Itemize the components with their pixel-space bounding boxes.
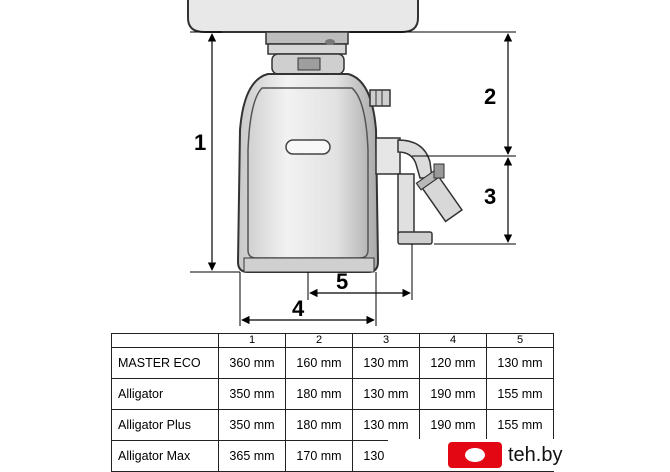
table-header-row: 1 2 3 4 5 xyxy=(111,333,554,348)
dimension-4: 4 xyxy=(239,272,377,326)
dimension-3-label: 3 xyxy=(484,184,496,209)
table-cell: 350 mm xyxy=(218,378,286,410)
dimension-3: 3 xyxy=(434,157,516,245)
header-col-5: 5 xyxy=(486,333,554,348)
dimension-5: 5 xyxy=(307,244,413,300)
watermark: teh.by xyxy=(388,439,670,471)
disposer-body xyxy=(236,73,380,273)
header-col-4: 4 xyxy=(419,333,487,348)
mounting-flange xyxy=(265,31,349,75)
header-col-1: 1 xyxy=(218,333,286,348)
header-col-2: 2 xyxy=(285,333,353,348)
table-row: Alligator 350 mm 180 mm 130 mm 190 mm 15… xyxy=(111,378,554,410)
table-cell: 190 mm xyxy=(419,378,487,410)
model-name: MASTER ECO xyxy=(111,347,219,379)
dimension-5-label: 5 xyxy=(336,269,348,294)
dimension-table: 1 2 3 4 5 MASTER ECO 360 mm 160 mm 130 m… xyxy=(111,333,554,472)
table-cell: 120 mm xyxy=(419,347,487,379)
table-cell: 360 mm xyxy=(218,347,286,379)
table-cell: 160 mm xyxy=(285,347,353,379)
dimension-4-label: 4 xyxy=(292,296,305,321)
sink-bowl xyxy=(187,0,419,33)
header-col-3: 3 xyxy=(352,333,420,348)
dishwasher-inlet xyxy=(369,89,391,107)
disposer-dimension-diagram: 1 2 3 4 5 xyxy=(187,0,516,326)
table-cell: 130 mm xyxy=(486,347,554,379)
table-cell: 180 mm xyxy=(285,409,353,441)
dimension-1: 1 xyxy=(190,31,240,273)
watermark-text: teh.by xyxy=(508,443,563,466)
dimension-1-label: 1 xyxy=(194,130,206,155)
table-cell: 130 mm xyxy=(352,378,420,410)
table-cell: 180 mm xyxy=(285,378,353,410)
table-cell: 365 mm xyxy=(218,440,286,472)
table-cell: 130 mm xyxy=(352,347,420,379)
model-name: Alligator Plus xyxy=(111,409,219,441)
model-name: Alligator Max xyxy=(111,440,219,472)
table-cell: 155 mm xyxy=(486,409,554,441)
table-cell: 170 mm xyxy=(285,440,353,472)
table-cell: 155 mm xyxy=(486,378,554,410)
dimension-2-label: 2 xyxy=(484,84,496,109)
table-cell: 130 mm xyxy=(352,409,420,441)
dimension-2: 2 xyxy=(350,31,516,157)
watermark-logo-icon xyxy=(448,442,502,468)
model-name: Alligator xyxy=(111,378,219,410)
header-model xyxy=(111,333,219,348)
table-row: Alligator Plus 350 mm 180 mm 130 mm 190 … xyxy=(111,409,554,441)
table-cell: 190 mm xyxy=(419,409,487,441)
table-row: MASTER ECO 360 mm 160 mm 130 mm 120 mm 1… xyxy=(111,347,554,379)
discharge-elbow xyxy=(375,137,464,245)
table-cell: 350 mm xyxy=(218,409,286,441)
